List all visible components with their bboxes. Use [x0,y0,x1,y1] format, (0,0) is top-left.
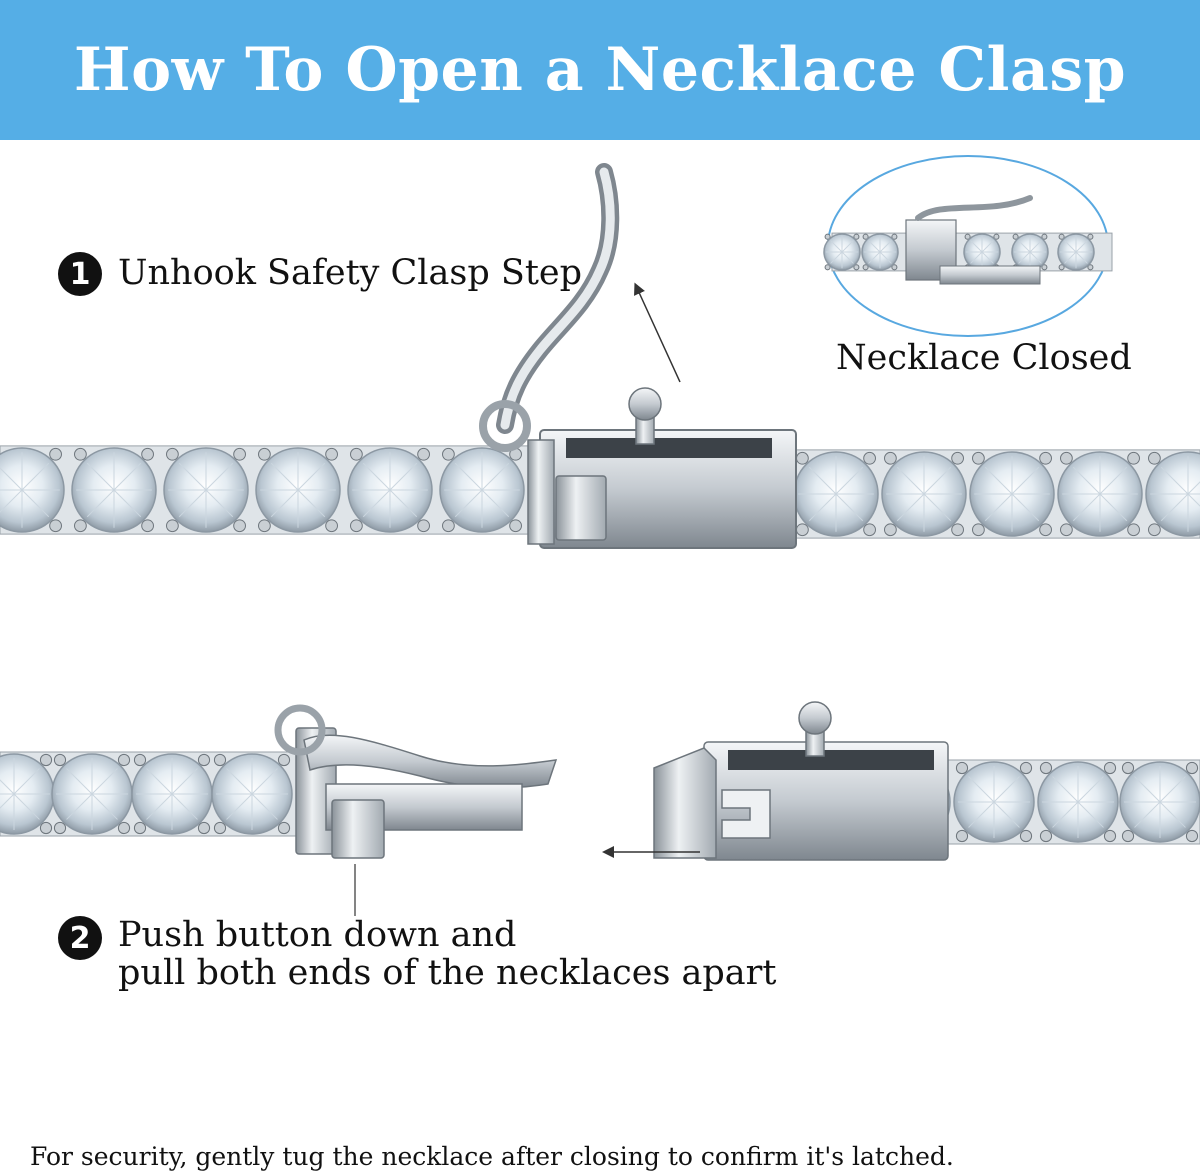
step-number-1: 1 [58,252,102,296]
step-number-2: 2 [58,916,102,960]
gem-stone [211,753,293,835]
step-1-line-1: Unhook Safety Clasp Step [118,253,583,293]
gem-stone [0,753,55,835]
step-1-text: Unhook Safety Clasp Step [118,254,582,292]
gem-stone [255,447,341,533]
gem-stone [131,753,213,835]
gem-stone [1011,233,1049,271]
gem-stone [0,447,65,533]
box-clasp-image [527,387,797,549]
gem-stone [1057,451,1143,537]
page-title: How To Open a Necklace Clasp [73,35,1127,105]
gem-stone [861,233,899,271]
gem-stone [347,447,433,533]
gem-stone [823,233,861,271]
necklace-closed-label: Necklace Closed [836,338,1132,378]
clasp-box-open-image [653,701,949,861]
gem-stone [51,753,133,835]
step-1: 1 Unhook Safety Clasp Step [58,252,582,296]
necklace-closed-inset [823,155,1113,337]
necklace-chain-left-end [0,751,301,837]
gem-stone [1119,761,1200,843]
gem-stone [963,233,1001,271]
gem-stone [1037,761,1119,843]
gem-stone [1145,451,1200,537]
title-banner: How To Open a Necklace Clasp [0,0,1200,140]
step-2-line-1: Push button down and [118,915,517,955]
gem-stone [163,447,249,533]
gem-stone [71,447,157,533]
gem-stone [881,451,967,537]
step-2: 2 Push button down and pull both ends of… [58,916,776,992]
gem-stone [439,447,525,533]
arrow-icon [634,282,681,383]
security-note: For security, gently tug the necklace af… [30,1142,954,1171]
safety-hook-image [479,163,620,452]
gem-stone [953,761,1035,843]
step-2-text: Push button down and pull both ends of t… [118,916,776,992]
gem-stone [969,451,1055,537]
clasp-tongue-image [274,704,558,859]
gem-stone [1057,233,1095,271]
gem-stone [793,451,879,537]
step-2-line-2: pull both ends of the necklaces apart [118,953,777,993]
